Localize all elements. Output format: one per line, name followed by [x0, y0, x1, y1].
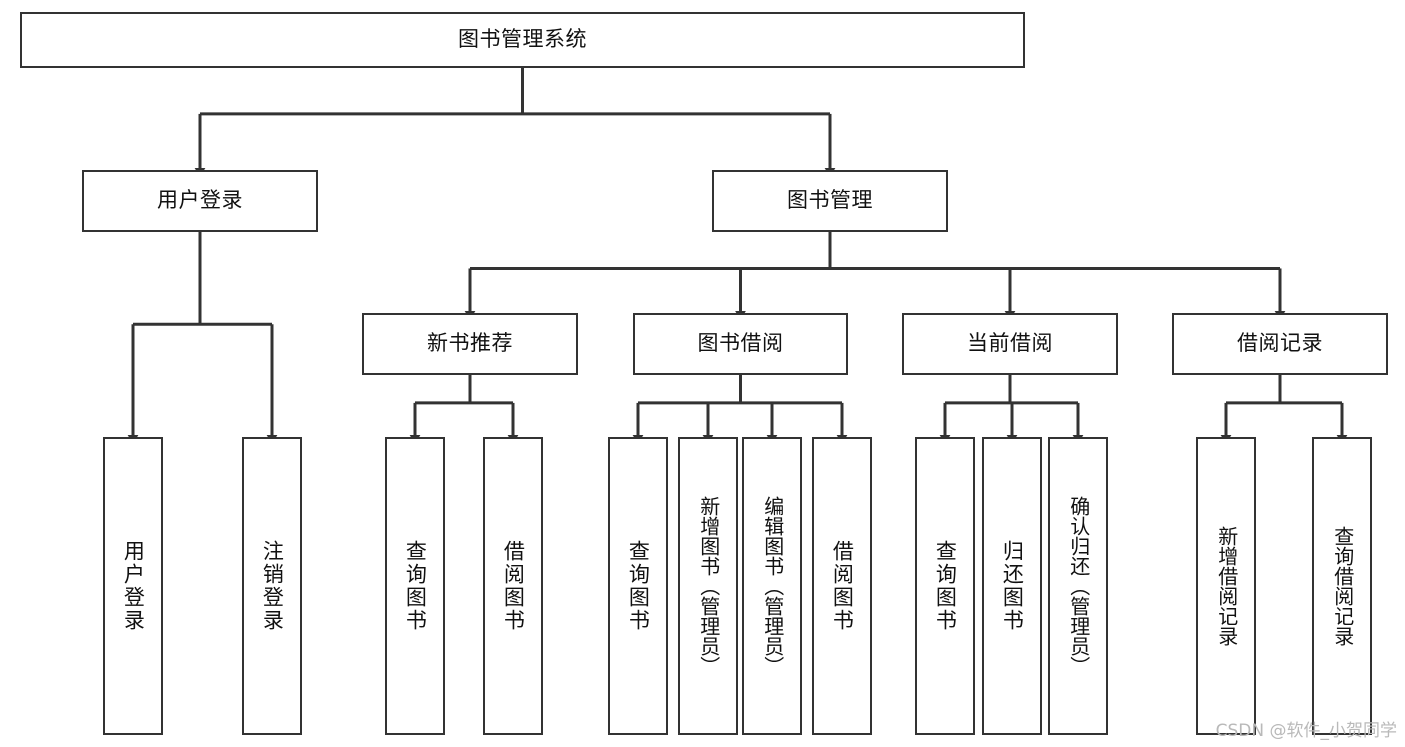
- node-login[interactable]: 用户登录: [82, 170, 318, 232]
- node-l-add[interactable]: 新增图书（管理员）: [678, 437, 738, 735]
- node-label: 注销登录: [260, 540, 285, 632]
- node-l-addrec[interactable]: 新增借阅记录: [1196, 437, 1256, 735]
- node-label: 归还图书: [1000, 540, 1025, 632]
- node-label: 当前借阅: [967, 331, 1053, 356]
- node-records[interactable]: 借阅记录: [1172, 313, 1388, 375]
- node-l-b2[interactable]: 借阅图书: [812, 437, 872, 735]
- node-l-login[interactable]: 用户登录: [103, 437, 163, 735]
- node-label: 查询图书: [403, 540, 428, 632]
- node-label: 编辑图书（管理员）: [760, 496, 785, 676]
- node-label: 新增借阅记录: [1214, 526, 1239, 646]
- node-label: 图书借阅: [697, 331, 784, 356]
- node-l-q3[interactable]: 查询图书: [915, 437, 975, 735]
- node-label: 查询图书: [626, 540, 651, 632]
- node-l-ret[interactable]: 归还图书: [982, 437, 1042, 735]
- node-current[interactable]: 当前借阅: [902, 313, 1118, 375]
- node-label: 图书管理: [787, 188, 873, 213]
- csdn-watermark: CSDN @软件_小贺同学: [1215, 721, 1397, 741]
- node-l-edit[interactable]: 编辑图书（管理员）: [742, 437, 802, 735]
- node-label: 查询图书: [933, 540, 958, 632]
- node-label: 用户登录: [157, 188, 243, 213]
- node-l-qrec[interactable]: 查询借阅记录: [1312, 437, 1372, 735]
- node-label: 新增图书（管理员）: [696, 496, 721, 676]
- node-label: 查询借阅记录: [1330, 526, 1355, 646]
- node-label: 用户登录: [121, 540, 146, 632]
- node-l-conf[interactable]: 确认归还（管理员）: [1048, 437, 1108, 735]
- node-borrow[interactable]: 图书借阅: [633, 313, 848, 375]
- node-l-b1[interactable]: 借阅图书: [483, 437, 543, 735]
- node-root[interactable]: 图书管理系统: [20, 12, 1025, 68]
- node-newrec[interactable]: 新书推荐: [362, 313, 578, 375]
- node-label: 借阅图书: [501, 540, 526, 632]
- node-l-q2[interactable]: 查询图书: [608, 437, 668, 735]
- node-bookmgr[interactable]: 图书管理: [712, 170, 948, 232]
- node-label: 借阅图书: [830, 540, 855, 632]
- node-label: 新书推荐: [427, 331, 513, 356]
- node-label: 确认归还（管理员）: [1066, 496, 1091, 676]
- node-l-logout[interactable]: 注销登录: [242, 437, 302, 735]
- node-l-q1[interactable]: 查询图书: [385, 437, 445, 735]
- node-label: 借阅记录: [1237, 331, 1323, 356]
- node-label: 图书管理系统: [458, 27, 587, 52]
